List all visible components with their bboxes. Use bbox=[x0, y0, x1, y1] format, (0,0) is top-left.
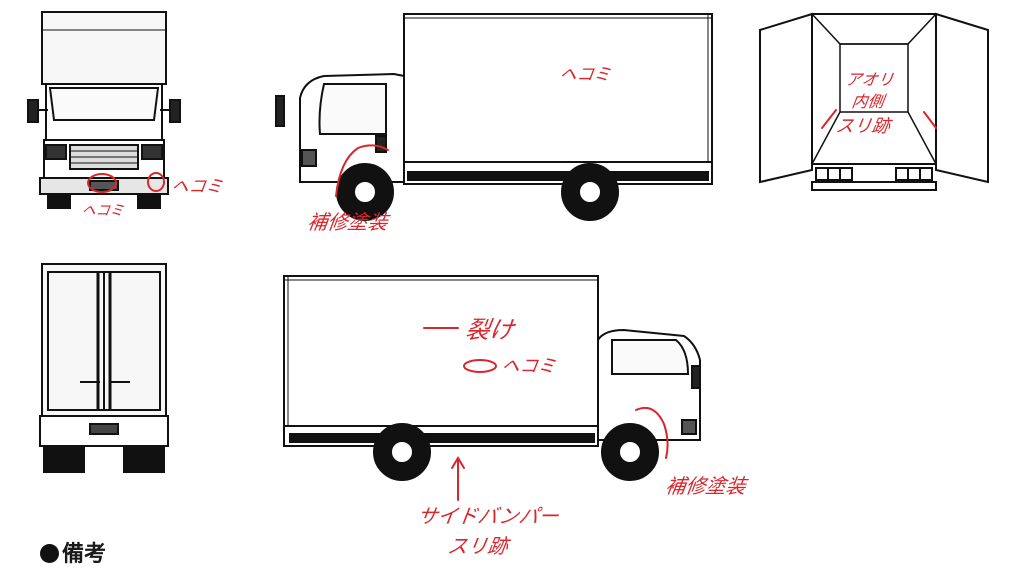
remarks-label: 備考 bbox=[62, 542, 107, 567]
truck-side-view-left bbox=[275, 13, 713, 221]
side-bumper-note-1: サイドバンパー bbox=[416, 504, 561, 528]
front-bumper-left-mark bbox=[147, 172, 165, 192]
rear-inner-right-mark bbox=[923, 111, 937, 129]
truck-rear-open-view bbox=[759, 12, 989, 191]
rear-inner-note-3: スリ跡 bbox=[834, 116, 892, 137]
top-repair-mark bbox=[335, 144, 389, 197]
truck-rear-view bbox=[39, 263, 169, 473]
front-bumper-right-mark bbox=[87, 173, 117, 193]
dent-note: ヘコミ bbox=[500, 356, 558, 377]
rear-inner-note-1: アオリ bbox=[844, 70, 896, 89]
bullet-icon bbox=[40, 544, 59, 563]
rear-inner-note-2: 内側 bbox=[850, 92, 886, 111]
bottom-repair-mark bbox=[635, 406, 669, 459]
crack-note: 裂け bbox=[463, 316, 516, 344]
side-bumper-note-2: スリ跡 bbox=[446, 534, 510, 558]
bottom-side-repair-note: 補修塗装 bbox=[664, 474, 748, 498]
rear-inner-left-mark bbox=[821, 109, 837, 129]
top-side-dent-note: ヘコミ bbox=[558, 65, 613, 85]
front-bumper-right-note: ヘコミ bbox=[80, 203, 125, 219]
front-bumper-left-note: ヘコミ bbox=[170, 177, 225, 197]
top-side-repair-note: 補修塗装 bbox=[306, 210, 390, 234]
dent-mark bbox=[463, 359, 497, 373]
side-bumper-arrow bbox=[451, 456, 465, 501]
truck-front-view bbox=[27, 11, 181, 209]
truck-side-view-right bbox=[283, 275, 701, 481]
remarks-heading: 備考 bbox=[40, 536, 106, 568]
